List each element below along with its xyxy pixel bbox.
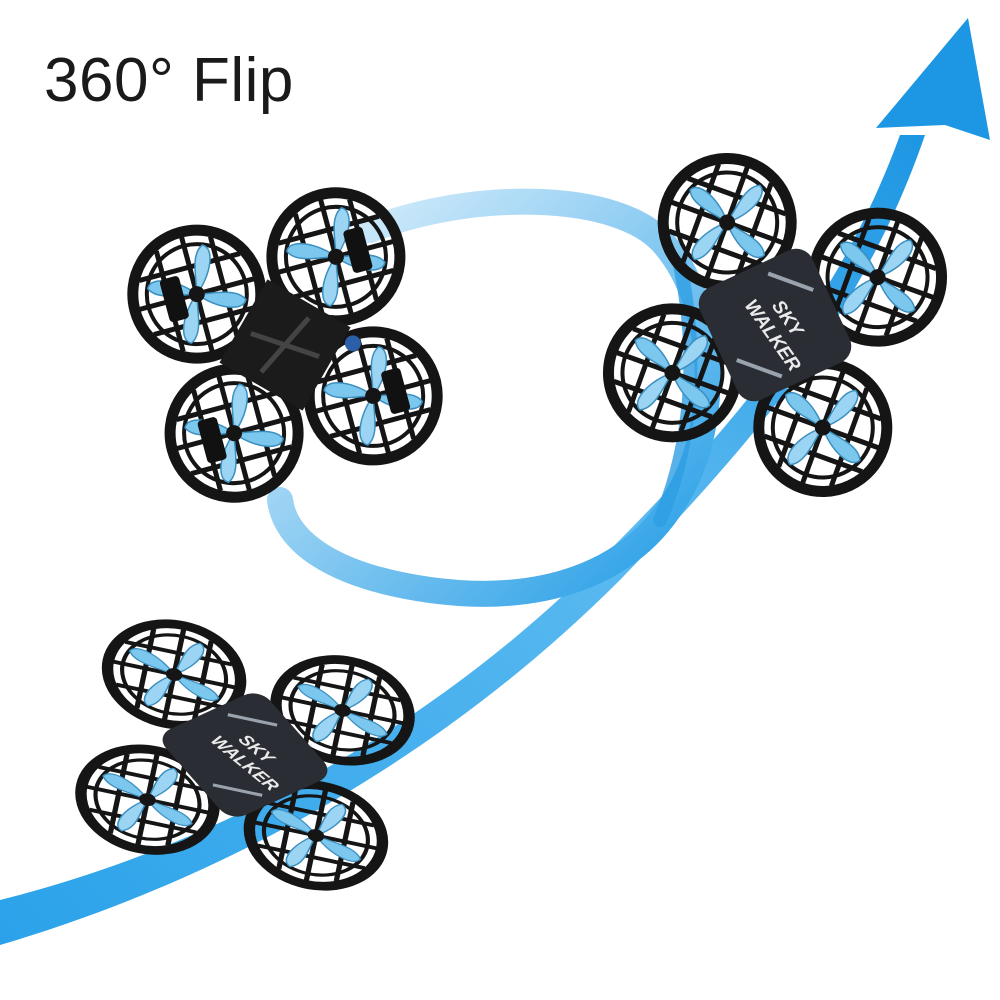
flip-loop-ribbon-icon: [267, 188, 721, 607]
drone-level: SKY WALKER: [71, 612, 418, 899]
drone-inverted: [118, 178, 451, 511]
drone-upright: SKY WALKER: [590, 140, 959, 509]
flight-path-arrow-icon: [0, 18, 990, 945]
headline: 360° Flip: [44, 46, 294, 115]
